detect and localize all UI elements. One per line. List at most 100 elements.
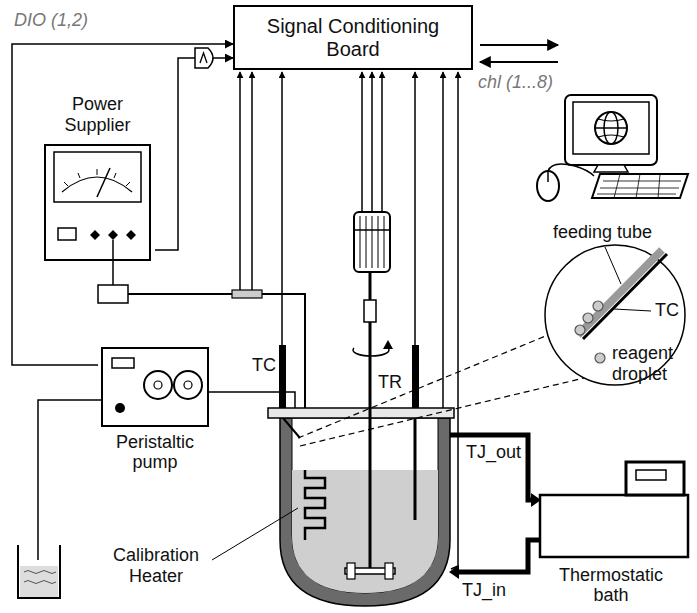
computer xyxy=(480,61,558,63)
connector xyxy=(12,44,233,365)
computer xyxy=(597,174,681,198)
stirrer-motor xyxy=(354,212,390,272)
peristaltic-pump xyxy=(174,371,202,399)
computer xyxy=(480,45,688,201)
computer xyxy=(573,102,649,154)
magnified-inset xyxy=(614,309,651,311)
thermostatic-bath xyxy=(540,495,688,557)
thermostatic-bath xyxy=(540,462,688,557)
reactor-vessel xyxy=(347,563,355,579)
reactor-vessel xyxy=(383,340,393,349)
sensor-label: TR xyxy=(378,372,402,393)
computer xyxy=(594,165,628,172)
connector xyxy=(155,58,233,250)
signal-wire xyxy=(281,72,283,345)
thermostatic-bath xyxy=(626,462,684,495)
part-label: Calibration Heater xyxy=(86,545,226,586)
magnified-inset xyxy=(605,247,621,284)
beaker xyxy=(24,571,56,584)
magnified-inset xyxy=(583,254,667,339)
beaker xyxy=(20,566,58,597)
reactor-vessel xyxy=(353,348,389,356)
jacket-pipe xyxy=(450,435,532,500)
computer xyxy=(595,127,627,129)
reactor-vessel xyxy=(364,300,376,322)
instrument-node: Peristaltic pump xyxy=(98,345,212,475)
sensor-label: TJ_out xyxy=(466,442,521,463)
reactor-vessel xyxy=(280,418,450,606)
reactor-vessel xyxy=(212,508,298,560)
jacket-pipe xyxy=(458,540,540,572)
reactor-vessel xyxy=(279,345,286,410)
signal-wire xyxy=(381,72,383,212)
edge-group xyxy=(12,44,233,365)
instrument-node: Power Supplier xyxy=(40,92,155,264)
reactor-vessel xyxy=(212,272,454,606)
part-label: reagent droplet xyxy=(612,343,692,384)
jacket-pipe xyxy=(449,565,459,579)
signal-wire xyxy=(371,72,373,212)
stirrer-motor xyxy=(354,212,390,272)
magnified-inset xyxy=(300,378,584,446)
magnified-inset xyxy=(578,250,662,335)
power-supplier xyxy=(45,145,305,470)
peristaltic-pump xyxy=(38,400,102,560)
reactor-vessel xyxy=(412,345,419,410)
node-text: Thermostatic bath xyxy=(550,565,672,606)
power-supplier xyxy=(54,152,141,202)
logic-gate xyxy=(195,48,213,68)
computer xyxy=(592,174,688,198)
node-text: Signal Conditioning Board xyxy=(239,15,467,61)
power-supplier xyxy=(45,145,150,260)
stirrer-motor xyxy=(360,216,384,268)
signal-wire xyxy=(239,72,241,290)
peristaltic-pump xyxy=(154,381,162,389)
computer xyxy=(548,164,594,176)
computer xyxy=(537,171,559,201)
peristaltic-pump xyxy=(112,358,134,368)
peristaltic-pump xyxy=(102,348,208,426)
reactor-vessel xyxy=(369,322,372,570)
power-supplier xyxy=(97,168,110,197)
computer xyxy=(565,95,657,165)
peristaltic-pump xyxy=(38,348,300,560)
signal-wire xyxy=(414,72,416,345)
power-supplier xyxy=(64,169,130,186)
logic-gate xyxy=(195,48,213,68)
peristaltic-pump xyxy=(144,371,172,399)
signal-label: chl (1...8) xyxy=(478,72,553,93)
reactor-vessel xyxy=(369,272,372,300)
signal-wire xyxy=(361,72,363,212)
magnified-inset xyxy=(298,335,548,438)
reactor-vessel xyxy=(283,418,300,438)
thermostatic-bath xyxy=(636,470,666,480)
magnified-inset xyxy=(583,313,593,323)
power-supplier xyxy=(108,230,118,240)
node-text: Power Supplier xyxy=(46,94,149,135)
computer xyxy=(595,112,627,144)
power-supplier xyxy=(90,230,100,240)
power-supplier xyxy=(232,290,262,298)
power-supplier xyxy=(98,285,128,303)
signal-label: DIO (1,2) xyxy=(14,10,88,31)
power-supplier xyxy=(126,230,136,240)
sensor-label: TJ_in xyxy=(462,580,506,601)
sensor-label: TC xyxy=(252,355,276,376)
magnified-inset xyxy=(593,301,603,311)
reactor-vessel xyxy=(385,563,393,579)
part-label: TC xyxy=(655,300,679,321)
signal-wire xyxy=(457,72,459,566)
reactor-vessel xyxy=(414,418,417,520)
signal-wire xyxy=(251,72,253,290)
instrument-node: Thermostatic bath xyxy=(530,456,692,608)
reactor-vessel xyxy=(268,408,454,418)
computer xyxy=(547,171,549,182)
power-supplier xyxy=(62,177,132,192)
process-box: Signal Conditioning Board xyxy=(233,5,473,70)
node-text: Peristaltic pump xyxy=(102,432,208,473)
stirrer-motor xyxy=(354,229,390,231)
magnified-inset xyxy=(595,353,605,363)
computer xyxy=(598,119,624,137)
